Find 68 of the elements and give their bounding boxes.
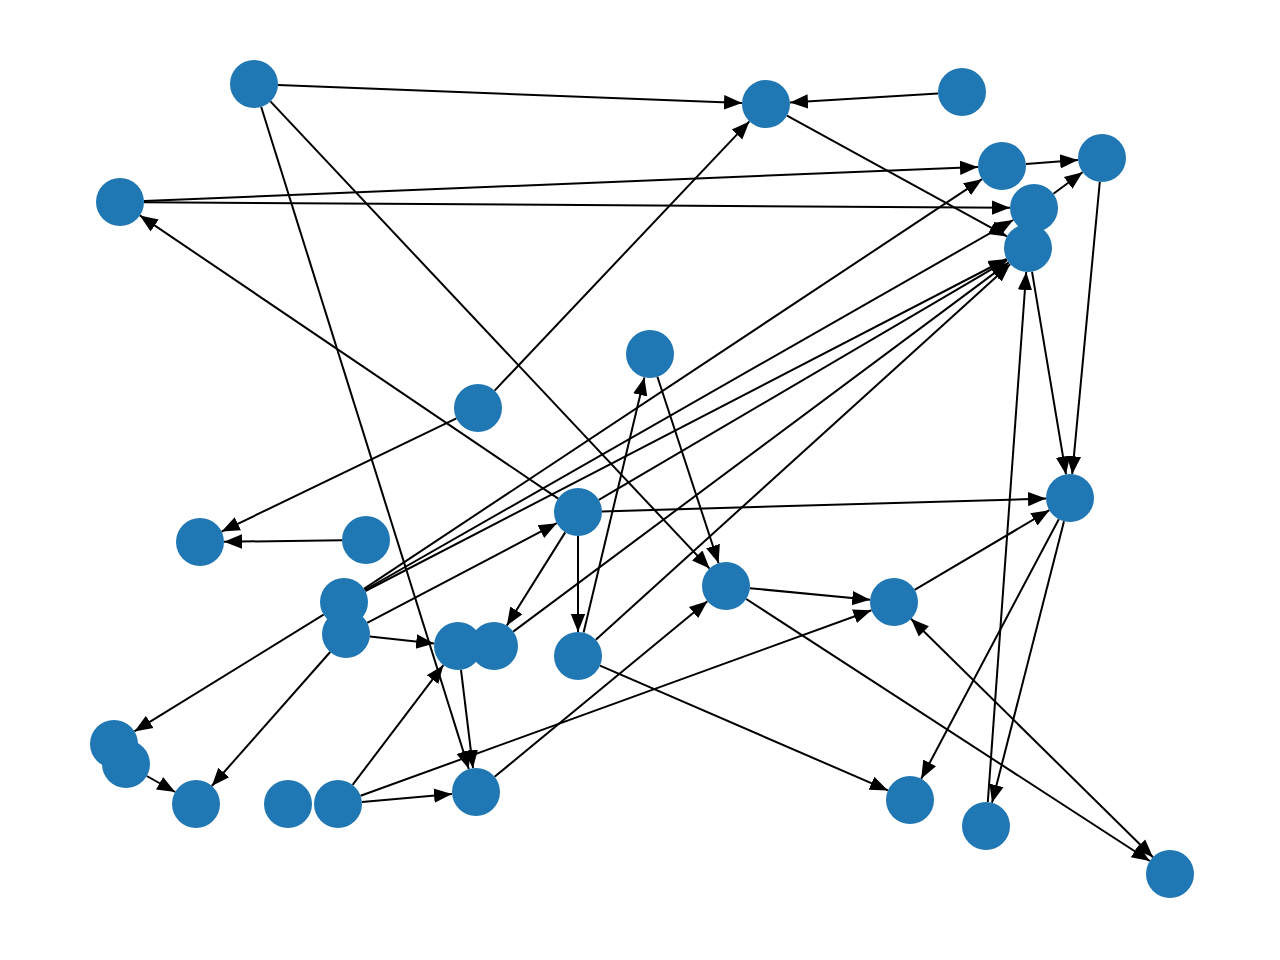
graph-node	[314, 780, 362, 828]
graph-node	[176, 518, 224, 566]
arrow	[220, 417, 458, 533]
graph-node	[870, 578, 918, 626]
arrow	[260, 106, 471, 770]
graph-node	[1078, 134, 1126, 182]
arrow	[913, 509, 1051, 591]
graph-node	[702, 562, 750, 610]
graph-node	[172, 780, 220, 828]
arrow	[143, 200, 1011, 215]
arrow	[745, 598, 1151, 862]
arrow	[143, 160, 979, 202]
arrow	[361, 788, 453, 803]
arrow	[582, 376, 648, 634]
arrow	[597, 259, 1009, 501]
arrow	[601, 491, 1047, 513]
arrow	[789, 92, 939, 109]
graph-node	[742, 80, 790, 128]
arrow	[656, 375, 720, 565]
arrow	[505, 531, 567, 627]
arrow	[989, 520, 1065, 804]
arrow	[599, 664, 889, 792]
arrow	[366, 522, 558, 624]
graph-node	[554, 632, 602, 680]
arrow	[786, 114, 1008, 238]
graph-node	[1010, 184, 1058, 232]
graph-node	[230, 60, 278, 108]
arrow	[359, 609, 873, 797]
graph-node	[96, 178, 144, 226]
arrow	[920, 518, 1060, 780]
arrow	[351, 664, 445, 786]
graph-node	[470, 622, 518, 670]
arrow	[493, 600, 709, 778]
arrow	[1031, 270, 1071, 476]
graph-node	[1046, 474, 1094, 522]
graph-node	[626, 330, 674, 378]
graph-node	[886, 776, 934, 824]
arrow	[133, 613, 325, 733]
arrow	[594, 263, 1012, 641]
arrow	[512, 261, 1010, 633]
graph-node	[102, 740, 150, 788]
arrow	[1066, 180, 1101, 476]
arrow	[493, 120, 751, 392]
arrow	[986, 271, 1033, 803]
graph-node	[342, 516, 390, 564]
arrow	[269, 100, 711, 570]
graph-node	[322, 610, 370, 658]
arrow	[460, 668, 478, 770]
graph-node	[1146, 850, 1194, 898]
arrow	[1052, 171, 1084, 195]
graph-node	[978, 142, 1026, 190]
graph-node	[938, 68, 986, 116]
graph-node	[452, 768, 500, 816]
arrow	[570, 535, 586, 633]
graph-node	[962, 802, 1010, 850]
arrow	[210, 651, 332, 787]
arrow	[138, 214, 560, 500]
arrow	[277, 84, 743, 110]
arrow	[368, 634, 436, 649]
arrow	[223, 534, 343, 549]
arrow	[145, 775, 177, 793]
graph-node	[1004, 224, 1052, 272]
graph-node	[264, 780, 312, 828]
graph-node	[554, 488, 602, 536]
arrow	[748, 587, 872, 606]
arrow	[1025, 154, 1079, 169]
graph-node	[454, 384, 502, 432]
arrow	[910, 617, 1154, 859]
